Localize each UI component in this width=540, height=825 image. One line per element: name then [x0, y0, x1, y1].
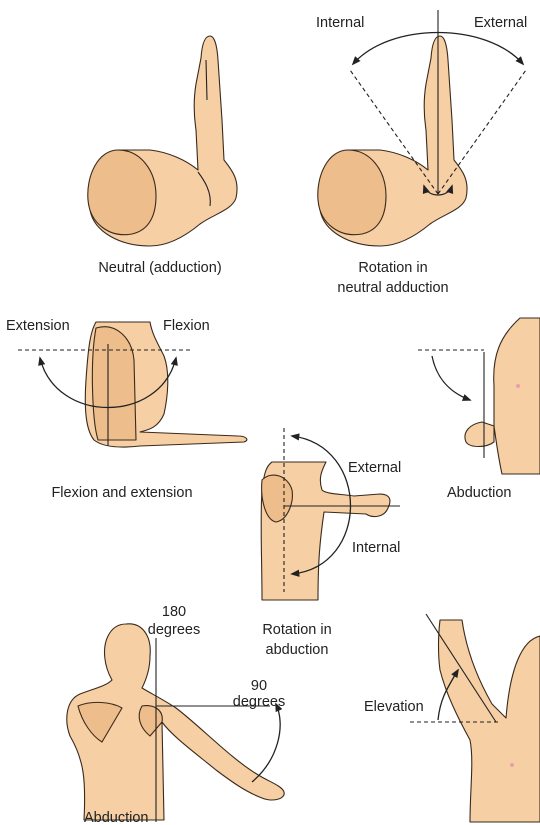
label-flexion: Flexion	[163, 318, 210, 334]
label-rotation-abduction-2: abduction	[266, 642, 329, 658]
label-180-degrees: degrees	[148, 622, 200, 638]
label-extension: Extension	[6, 318, 70, 334]
label-90-degrees: degrees	[233, 694, 285, 710]
label-rotation-neutral-2: neutral adduction	[337, 280, 448, 296]
nipple-mark	[516, 384, 520, 388]
figure-rotation-abduction	[261, 428, 400, 600]
abduction-arc-back	[252, 704, 280, 782]
label-internal-top: Internal	[316, 15, 364, 31]
label-abduction-right: Abduction	[447, 485, 512, 501]
label-neutral: Neutral (adduction)	[98, 260, 221, 276]
label-external-top: External	[474, 15, 527, 31]
label-external-mid: External	[348, 460, 401, 476]
figure-neutral-adduction	[88, 36, 237, 246]
label-90: 90	[251, 678, 267, 694]
label-internal-mid: Internal	[352, 540, 400, 556]
label-elevation: Elevation	[364, 699, 424, 715]
nipple-mark-elevation	[510, 763, 514, 767]
label-rotation-abduction-1: Rotation in	[262, 622, 331, 638]
figure-flexion-extension	[18, 322, 247, 447]
figure-abduction-back	[67, 624, 284, 822]
figure-abduction-front	[418, 318, 540, 474]
label-rotation-neutral-1: Rotation in	[358, 260, 427, 276]
label-180: 180	[162, 604, 186, 620]
figure-rotation-neutral	[318, 10, 526, 246]
figure-elevation	[410, 614, 540, 822]
label-flexion-extension: Flexion and extension	[51, 485, 192, 501]
label-abduction-bottom: Abduction	[84, 810, 149, 825]
